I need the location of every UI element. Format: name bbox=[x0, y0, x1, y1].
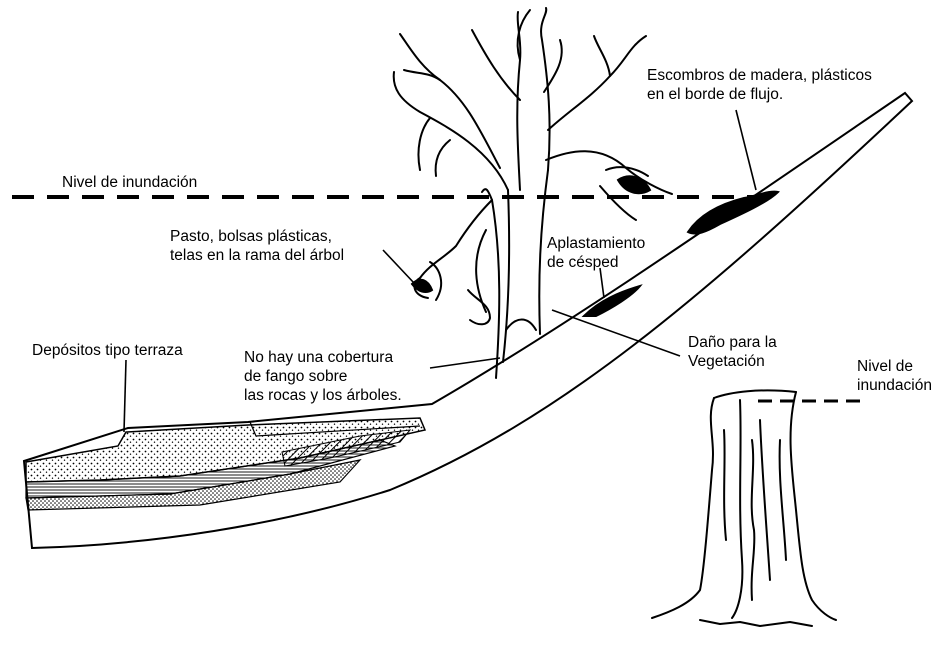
terrace-deposits-label: Depósitos tipo terraza bbox=[32, 341, 183, 360]
no-mud-label: No hay una cobertura de fango sobre las … bbox=[244, 348, 402, 405]
grass-flattening-label: Aplastamiento de césped bbox=[547, 234, 645, 272]
no-mud-line-3: las rocas y los árboles. bbox=[244, 386, 402, 405]
wood-debris-label: Escombros de madera, plásticos en el bor… bbox=[647, 66, 872, 104]
flood-level-label-left: Nivel de inundación bbox=[62, 173, 197, 192]
grass-flattening-line-1: Aplastamiento bbox=[547, 234, 645, 253]
damaged-tree-trunk bbox=[652, 390, 836, 626]
vegetation-damage-line-1: Daño para la bbox=[688, 333, 777, 352]
vegetation-damage-line-2: Vegetación bbox=[688, 352, 777, 371]
no-mud-line-1: No hay una cobertura bbox=[244, 348, 402, 367]
vegetation-damage-label: Daño para la Vegetación bbox=[688, 333, 777, 371]
grass-bags-line-2: telas en la rama del árbol bbox=[170, 246, 344, 265]
flood-level-right-line-2: inundación bbox=[857, 376, 932, 395]
grass-flattening-line-2: de césped bbox=[547, 253, 645, 272]
grass-bags-line-1: Pasto, bolsas plásticas, bbox=[170, 227, 344, 246]
flood-level-label-right: Nivel de inundación bbox=[857, 357, 932, 395]
wood-debris-line-1: Escombros de madera, plásticos bbox=[647, 66, 872, 85]
flood-level-right-line-1: Nivel de bbox=[857, 357, 932, 376]
wood-debris-line-2: en el borde de flujo. bbox=[647, 85, 872, 104]
grass-bags-label: Pasto, bolsas plásticas, telas en la ram… bbox=[170, 227, 344, 265]
no-mud-line-2: de fango sobre bbox=[244, 367, 402, 386]
